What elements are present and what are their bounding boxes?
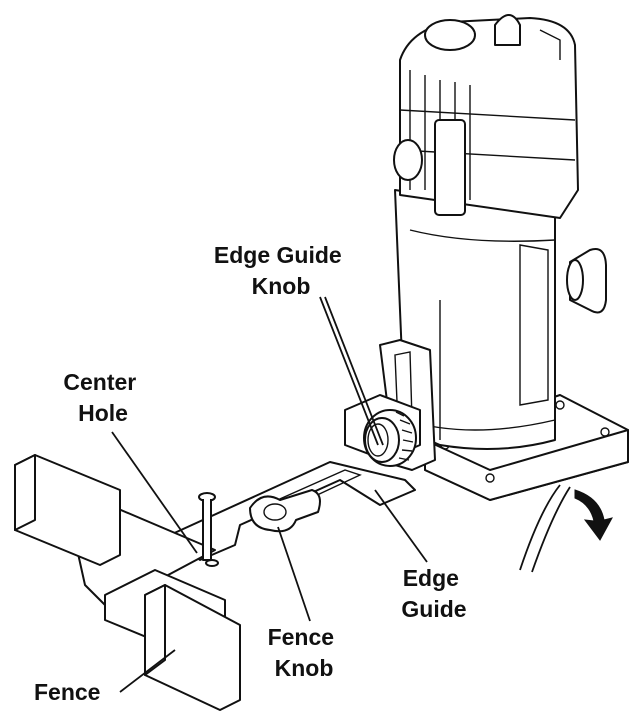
router-motor-body [394,189,556,450]
label-center-hole: Center Hole [63,369,142,426]
router-side-knob [566,248,607,314]
label-edge-guide: Edge Guide [401,565,466,622]
fence-knob[interactable] [249,489,321,533]
center-hole-pin [198,492,219,567]
label-fence: Fence [34,679,100,705]
router-illustration [393,14,629,501]
label-edge-guide-knob: Edge Guide Knob [214,242,348,299]
power-cord [519,484,561,571]
rotation-arrow-icon [574,489,613,541]
edge-guide-arm [169,461,416,561]
router-motor-head [393,14,579,219]
leader-lines [111,296,428,693]
label-fence-knob: Fence Knob [268,624,341,681]
router-base-plate [424,394,629,501]
fence [14,454,241,711]
